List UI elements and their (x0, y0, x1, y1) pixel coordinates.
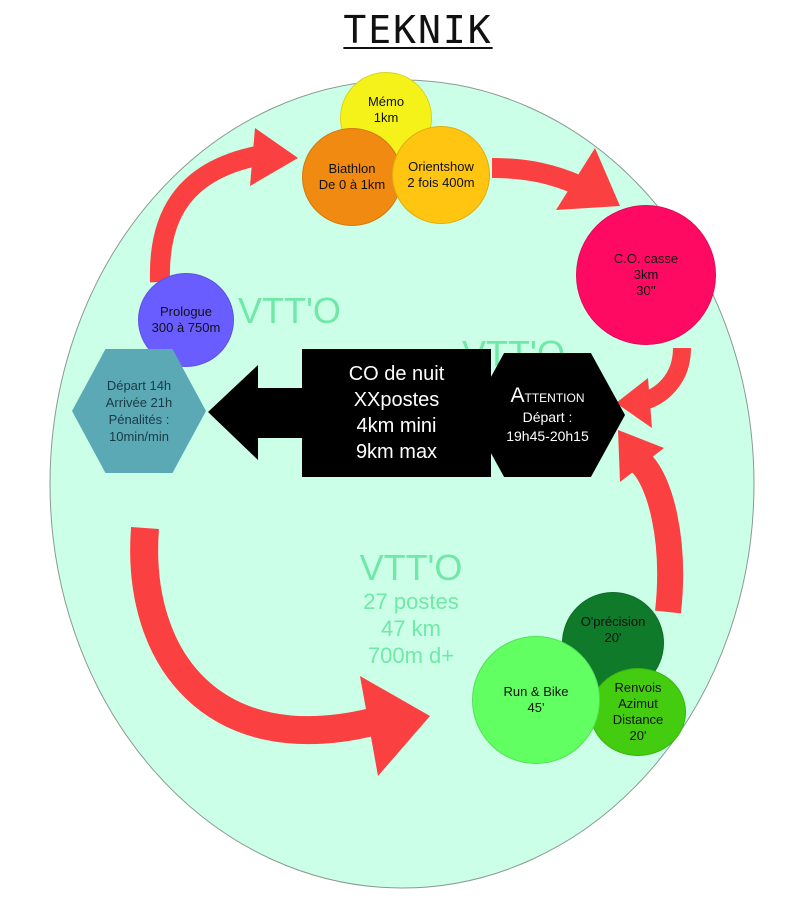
arrow-oprecision-to-attention (630, 452, 684, 614)
vtto-summary-line2: 47 km (381, 616, 441, 641)
arrow-memo-to-cocasse-head (556, 148, 620, 210)
night-line3: 4km mini (356, 415, 437, 437)
stage-renvois-detail: 20' (629, 728, 647, 743)
stage-oprecision-detail: 20' (604, 630, 622, 645)
arrow-depart-to-runbike (130, 526, 376, 745)
stage-memo-name: Mémo (367, 94, 405, 109)
stage-orientshow-detail: 2 fois 400m (407, 175, 475, 190)
stage-prologue: Prologue 300 à 750m (138, 273, 234, 367)
stage-renvois-line2: Azimut (618, 696, 658, 711)
stage-prologue-detail: 300 à 750m (151, 320, 221, 335)
stage-co-casse-extra: 30'' (636, 283, 656, 298)
stage-biathlon-detail: De 0 à 1km (318, 177, 386, 192)
vtto-label-small: VTT'O (238, 290, 341, 331)
stage-renvois-name: Renvois (614, 680, 662, 695)
stage-biathlon-name: Biathlon (328, 161, 376, 176)
attention-line2: 19h45-20h15 (506, 427, 589, 444)
arrow-memo-to-cocasse (491, 158, 582, 195)
arrow-depart-to-runbike-head (360, 676, 430, 776)
arrow-prologue-to-memo-head (250, 128, 298, 186)
stage-co-casse-name: C.O. casse (613, 251, 679, 266)
vtto-summary: VTT'O 27 postes 47 km 700m d+ (336, 548, 486, 669)
page-title: TEKNIK (343, 8, 493, 52)
stage-run-bike: Run & Bike 45' (472, 636, 600, 764)
night-course-block: CO de nuit XXpostes 4km mini 9km max (302, 349, 491, 477)
stage-renvois-line3: Distance (612, 712, 664, 727)
stage-orientshow-name: Orientshow (408, 159, 474, 174)
stage-co-casse-detail: 3km (633, 267, 659, 282)
night-line1: CO de nuit (348, 363, 445, 385)
arrow-cocasse-to-attention-head (616, 378, 652, 428)
vtto-summary-label: VTT'O (359, 547, 463, 588)
vtto-summary-line3: 700m d+ (367, 643, 455, 668)
vtto-summary-line1: 27 postes (363, 589, 459, 614)
depart-line4: 10min/min (109, 429, 169, 444)
stage-renvois: Renvois Azimut Distance 20' (590, 668, 686, 756)
night-line2: XXpostes (353, 389, 440, 411)
attention-head: Attention (510, 383, 585, 407)
night-line4: 9km max (355, 441, 438, 463)
attention-line1: Départ : (522, 408, 573, 425)
stage-run-bike-detail: 45' (527, 700, 545, 715)
stage-biathlon: Biathlon De 0 à 1km (302, 128, 402, 226)
stage-oprecision-name: O'précision (580, 614, 646, 629)
stage-co-casse: C.O. casse 3km 30'' (576, 205, 716, 345)
stage-memo-detail: 1km (373, 110, 399, 125)
arrow-night-to-depart (208, 365, 304, 460)
stage-prologue-name: Prologue (159, 304, 213, 319)
depart-line3: Pénalités : (108, 412, 170, 427)
depart-line2: Arrivée 21h (105, 395, 173, 410)
stage-orientshow: Orientshow 2 fois 400m (392, 126, 490, 224)
attention-hexagon: Attention Départ : 19h45-20h15 (470, 353, 625, 477)
arrow-prologue-to-memo (149, 145, 264, 283)
arrow-oprecision-to-attention-head (618, 430, 664, 482)
depart-line1: Départ 14h (106, 378, 172, 393)
stage-run-bike-name: Run & Bike (503, 684, 569, 699)
